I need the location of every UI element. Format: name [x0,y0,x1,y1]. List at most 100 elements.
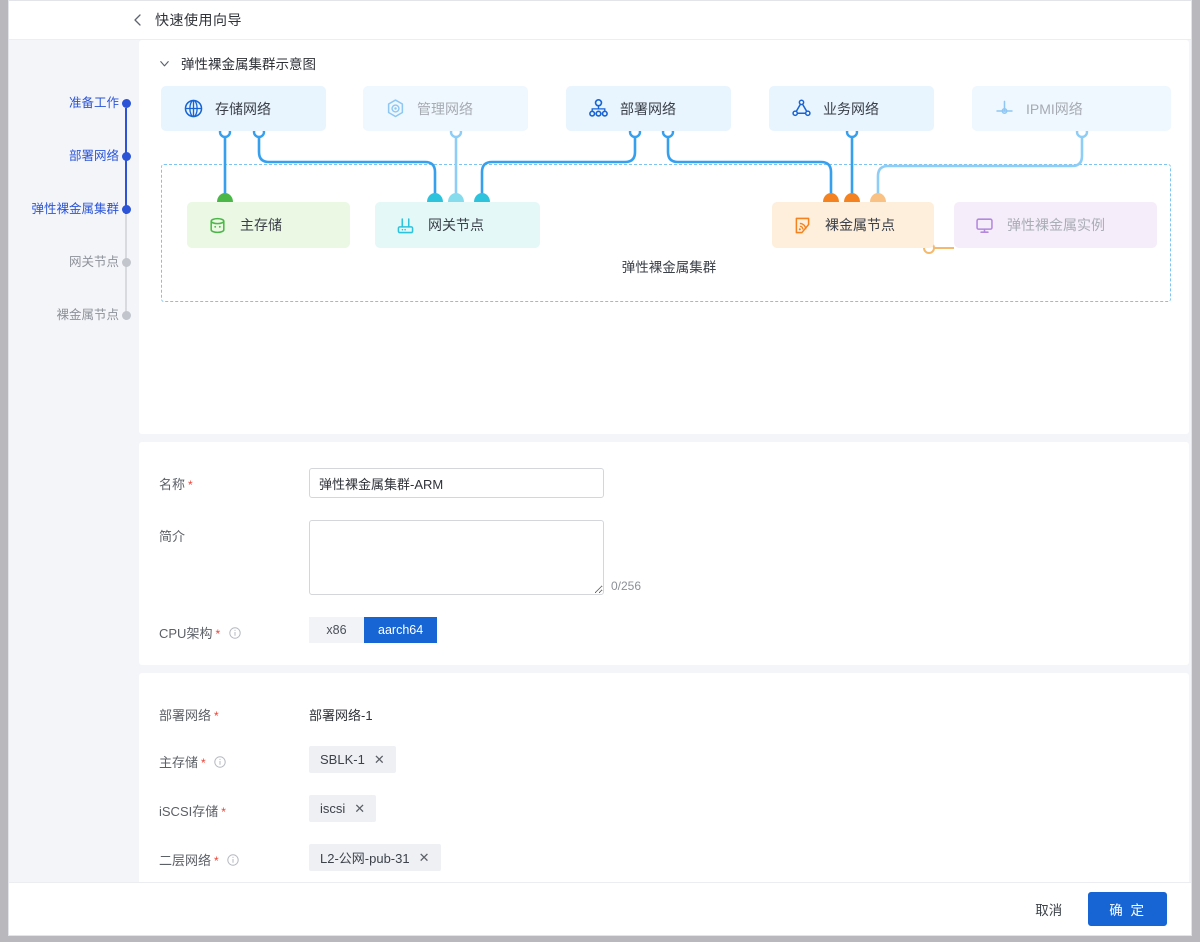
step-dot [122,99,131,108]
tag-item[interactable]: SBLK-1 ✕ [309,746,396,773]
cpu-arch-label-text: CPU架构 [159,626,213,641]
signal-icon [792,215,813,236]
step-connector [125,267,127,320]
network-box-ipmi[interactable]: IPMI网络 [972,86,1171,131]
sitemap-icon [588,98,609,119]
l2-network-label: 二层网络* [139,844,309,869]
node-box-bare-metal-instance[interactable]: 弹性裸金属实例 [954,202,1157,248]
diagram-panel: 弹性裸金属集群示意图 [139,40,1189,434]
tag-item[interactable]: iscsi ✕ [309,795,377,822]
chevron-down-icon [158,57,171,70]
form-row-iscsi-storage: iSCSI存储* iscsi ✕ [139,795,1189,822]
l2-network-label-text: 二层网络 [159,853,212,868]
body: 准备工作 部署网络 弹性裸金属集群 网关节点 裸金属节点 [9,40,1191,882]
triangle-nodes-icon [791,98,812,119]
tag-item[interactable]: L2-公网-pub-31 ✕ [309,844,441,871]
form-row-desc: 简介 0/256 [139,520,1189,595]
cluster-diagram: 存储网络 管理网络 [139,86,1189,434]
name-input[interactable] [309,468,604,498]
cpu-arch-radio-group[interactable]: x86 aarch64 [309,617,438,643]
required-mark: * [214,709,219,723]
network-box-label: 存储网络 [215,100,271,117]
resource-form-panel: 部署网络* 部署网络-1 主存储* [139,673,1189,882]
tag-remove-icon[interactable]: ✕ [354,800,366,816]
info-circle-icon[interactable] [214,756,227,768]
network-box-label: 业务网络 [823,100,879,117]
node-box-label: 主存储 [240,217,282,233]
network-box-label: 管理网络 [417,100,473,117]
cpu-arch-label: CPU架构* [139,617,309,642]
cluster-caption: 弹性裸金属集群 [621,260,717,275]
diagram-title: 弹性裸金属集群示意图 [181,57,316,72]
step-label: 准备工作 [68,96,119,110]
basic-form-panel: 名称* 简介 0/256 CPU架构* [139,442,1189,665]
chevron-left-icon[interactable] [131,13,145,27]
desc-textarea[interactable] [309,520,604,595]
cpu-arch-option-x86[interactable]: x86 [309,617,364,643]
hexagon-target-icon [385,98,406,119]
cancel-button[interactable]: 取消 [1019,893,1078,925]
iscsi-storage-label: iSCSI存储* [139,795,309,820]
step-connector [125,108,127,161]
step-label: 弹性裸金属集群 [31,202,119,216]
char-counter: 0/256 [611,579,642,593]
confirm-button[interactable]: 确 定 [1088,892,1167,926]
network-box-management[interactable]: 管理网络 [363,86,528,131]
tag-remove-icon[interactable]: ✕ [418,849,430,865]
node-box-gateway[interactable]: 网关节点 [375,202,540,248]
tag-remove-icon[interactable]: ✕ [373,751,385,767]
desc-label: 简介 [159,529,186,544]
step-item-0[interactable]: 准备工作 [9,96,139,161]
main-storage-label: 主存储* [139,746,309,771]
ipmi-port-icon [994,98,1015,119]
step-item-3[interactable]: 网关节点 [9,255,139,320]
tag-label: SBLK-1 [320,752,365,767]
main-storage-label-text: 主存储 [159,755,199,770]
database-icon [207,215,228,236]
cpu-arch-option-aarch64[interactable]: aarch64 [364,617,438,643]
step-item-2[interactable]: 弹性裸金属集群 [9,202,139,267]
iscsi-storage-label-text: iSCSI存储 [159,804,219,819]
network-box-business[interactable]: 业务网络 [769,86,934,131]
node-box-bare-metal[interactable]: 裸金属节点 [772,202,934,248]
cluster-boundary [161,164,1171,302]
required-mark: * [201,756,206,770]
required-mark: * [215,627,221,641]
node-box-main-storage[interactable]: 主存储 [187,202,350,248]
footer-bar: 取消 确 定 [9,882,1191,935]
step-dot [122,258,131,267]
node-box-label: 网关节点 [428,217,484,233]
network-box-label: IPMI网络 [1026,100,1083,117]
page-header: 快速使用向导 [9,1,1191,40]
main-storage-tags: SBLK-1 ✕ [309,746,396,773]
step-item-4[interactable]: 裸金属节点 [9,308,139,361]
required-mark: * [214,854,219,868]
network-box-deploy[interactable]: 部署网络 [566,86,731,131]
form-row-l2-network: 二层网络* L2-公网-pub-31 ✕ [139,844,1189,871]
step-label: 网关节点 [68,255,119,269]
step-rail: 准备工作 部署网络 弹性裸金属集群 网关节点 裸金属节点 [9,40,139,882]
l2-network-tags: L2-公网-pub-31 ✕ [309,844,441,871]
desc-wrap: 0/256 [309,520,641,595]
deploy-network-value: 部署网络-1 [309,708,373,723]
step-dot [122,152,131,161]
wizard-window: 快速使用向导 准备工作 部署网络 弹性裸金属集群 网关节点 [8,0,1192,936]
main-content: 弹性裸金属集群示意图 [139,40,1191,882]
router-icon [395,215,416,236]
form-row-deploy-network: 部署网络* 部署网络-1 [139,699,1189,724]
monitor-icon [974,215,995,236]
network-box-storage[interactable]: 存储网络 [161,86,326,131]
info-circle-icon[interactable] [227,854,240,866]
tag-label: L2-公网-pub-31 [320,851,410,866]
name-label: 名称* [139,468,309,493]
step-connector [125,214,127,267]
info-circle-icon[interactable] [229,627,241,639]
step-label: 部署网络 [68,149,119,163]
required-mark: * [221,805,226,819]
step-dot [122,205,131,214]
network-box-label: 部署网络 [620,100,676,117]
step-item-1[interactable]: 部署网络 [9,149,139,214]
required-mark: * [188,478,193,492]
diagram-collapse-header[interactable]: 弹性裸金属集群示意图 [139,40,1189,86]
step-dot [122,311,131,320]
